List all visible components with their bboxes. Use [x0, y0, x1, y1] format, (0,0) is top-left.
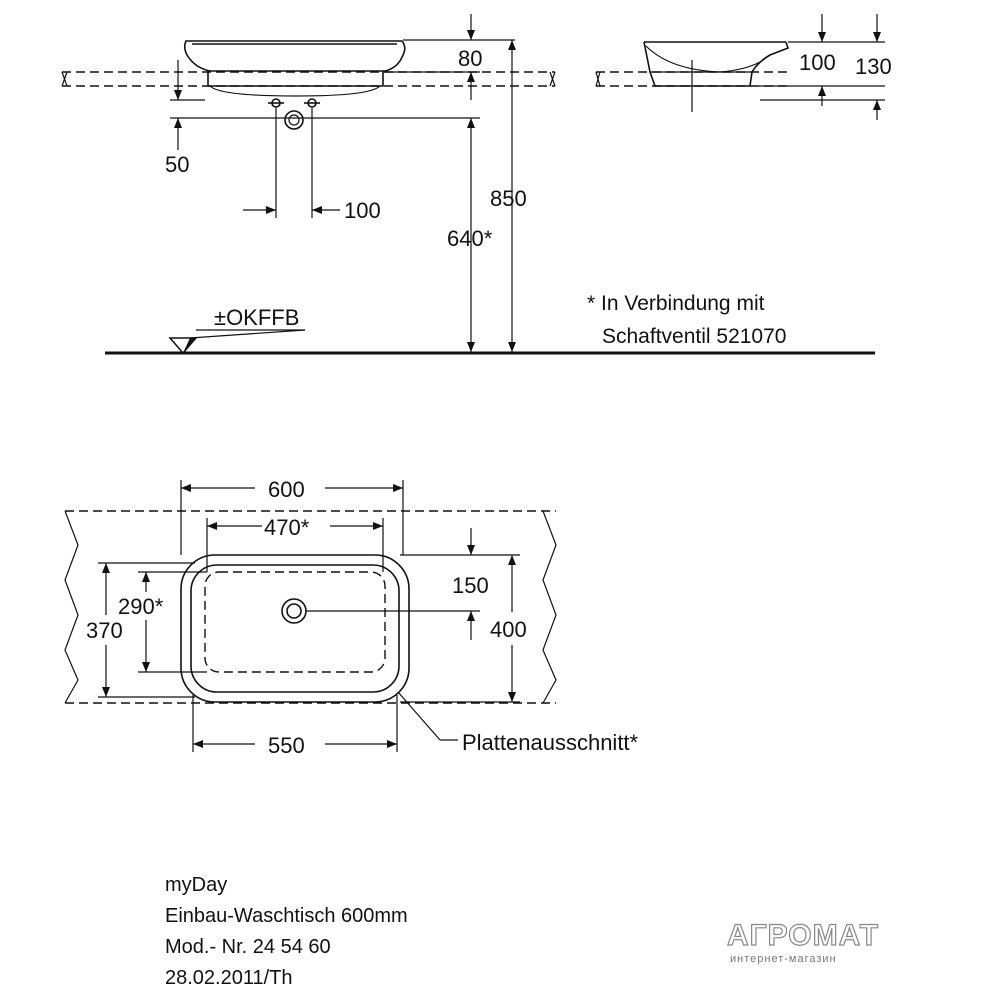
tap-left-symbol: [268, 98, 284, 108]
dim-label-640: 640*: [447, 226, 493, 251]
dim-cutout-550: 550: [192, 695, 398, 758]
title-date: 28.02.2011/Th: [165, 967, 293, 989]
basin-inner-bowl: [204, 571, 386, 673]
basin-side-profile: [643, 41, 789, 87]
watermark-logo: АГРОМАТ интернет-магазин: [726, 918, 879, 965]
dim-side-100: 100: [758, 14, 885, 106]
dim-depth-370: 370: [86, 562, 195, 698]
dim-tap-spacing: 100: [243, 198, 381, 223]
dim-label-850: 850: [490, 186, 527, 211]
dim-label-150: 150: [452, 573, 489, 598]
dim-depth-400: 400: [400, 555, 527, 703]
side-elevation: 100 130: [595, 14, 892, 120]
plan-drain-symbol: [281, 598, 480, 624]
dim-label-side-100: 100: [799, 50, 836, 75]
footnote-line-1: * In Verbindung mit: [587, 292, 765, 315]
dim-depth-290: 290*: [118, 571, 207, 673]
dim-offset-150: 150: [400, 528, 520, 640]
dim-label-290: 290*: [118, 594, 164, 619]
footnote-line-2: Schaftventil 521070: [602, 325, 786, 348]
dim-height-850: 850: [490, 40, 527, 352]
dim-label-400: 400: [490, 617, 527, 642]
cutout-leader: Plattenausschnitt*: [397, 691, 639, 755]
front-elevation: 100 50 80 640*: [61, 14, 875, 355]
watermark-tagline: интернет-магазин: [730, 953, 837, 965]
dim-depth-80: 80: [385, 14, 515, 100]
floor-reference-label: ±OKFFB: [214, 305, 299, 330]
dim-label-470: 470*: [264, 515, 310, 540]
dim-height-640: 640*: [447, 118, 493, 352]
title-product: myDay: [165, 874, 227, 896]
countertop-band: [61, 71, 556, 87]
title-description: Einbau-Waschtisch 600mm: [165, 905, 408, 927]
dim-label-100: 100: [344, 198, 381, 223]
drain-symbol: [284, 110, 304, 130]
cutout-label: Plattenausschnitt*: [462, 730, 639, 755]
basin-outer-rim: [180, 554, 410, 703]
plan-view: 600 470* 150 400: [64, 477, 639, 758]
title-block: myDay Einbau-Waschtisch 600mm Mod.- Nr. …: [165, 874, 408, 989]
dim-side-130: 130: [760, 14, 892, 120]
dim-label-80: 80: [458, 46, 482, 71]
basin-front-profile: [183, 40, 406, 72]
dim-label-600: 600: [268, 477, 305, 502]
watermark-brand: АГРОМАТ: [727, 919, 879, 952]
title-model: Mod.- Nr. 24 54 60: [165, 936, 331, 958]
dim-label-370: 370: [86, 618, 123, 643]
dim-label-50: 50: [165, 152, 189, 177]
countertop-plan-outline: [64, 510, 557, 704]
dim-width-470: 470*: [206, 515, 384, 572]
dim-width-600: 600: [180, 477, 404, 555]
dim-label-side-130: 130: [855, 54, 892, 79]
dim-drain-50: 50: [165, 60, 480, 177]
floor-reference-marker: ±OKFFB: [168, 305, 306, 355]
dim-label-550: 550: [268, 733, 305, 758]
tap-right-symbol: [304, 98, 320, 108]
